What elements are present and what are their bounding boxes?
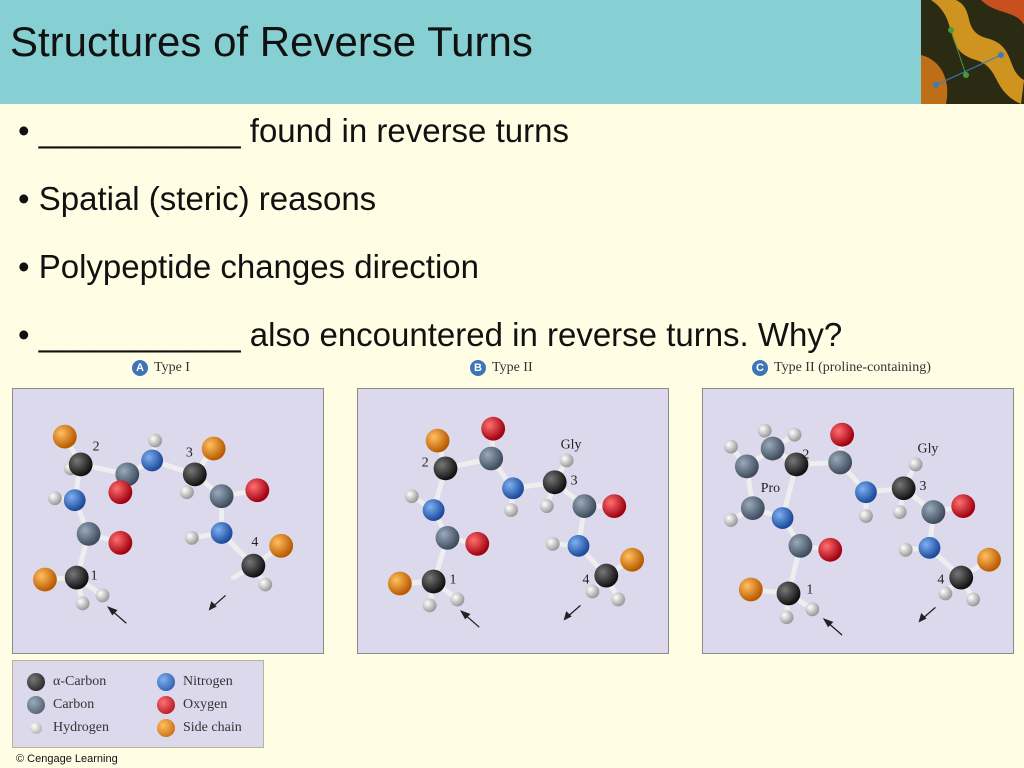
- legend-side-chain-label: Side chain: [183, 720, 242, 735]
- panel-c-title: Type II (proline-containing): [774, 360, 931, 375]
- panel-c-label: C Type II (proline-containing): [752, 360, 931, 376]
- panel-b-title: Type II: [492, 360, 533, 375]
- hydrogen-swatch: [30, 722, 42, 734]
- atom-legend: α-Carbon Nitrogen Carbon Oxygen Hydrogen…: [12, 660, 264, 748]
- legend-hydrogen: Hydrogen: [27, 719, 109, 737]
- legend-oxygen: Oxygen: [157, 696, 227, 714]
- panel-b-label: B Type II: [470, 360, 533, 376]
- type-ii-proline-residue-gly: Gly: [918, 442, 939, 457]
- type-ii-molecule: Gly 2 3 4 1: [387, 416, 645, 628]
- panel-c-badge: C: [752, 360, 768, 376]
- panel-b-badge: B: [470, 360, 486, 376]
- type-ii-proline-molecule: Gly Pro 2 3 4 1: [724, 422, 1001, 636]
- panel-type-i: 2 3 4 1: [12, 388, 324, 654]
- panel-a-title: Type I: [154, 360, 190, 375]
- slide-title: Structures of Reverse Turns: [10, 18, 533, 65]
- bullet-4: • ___________ also encountered in revers…: [18, 316, 843, 353]
- nitrogen-swatch: [157, 673, 175, 691]
- legend-nitrogen: Nitrogen: [157, 673, 233, 691]
- bullet-1: • ___________ found in reverse turns: [18, 112, 569, 149]
- type-ii-label-2: 2: [422, 455, 429, 470]
- legend-carbon-label: Carbon: [53, 697, 95, 712]
- legend-nitrogen-label: Nitrogen: [183, 674, 233, 689]
- bullet-3: • Polypeptide changes direction: [18, 248, 480, 285]
- type-i-label-2: 2: [93, 440, 100, 455]
- panel-type-ii: Gly 2 3 4 1: [357, 388, 669, 654]
- type-i-label-1: 1: [91, 569, 98, 584]
- legend-oxygen-label: Oxygen: [183, 697, 228, 712]
- bullet-2: • Spatial (steric) reasons: [18, 180, 377, 217]
- panel-type-ii-proline: Gly Pro 2 3 4 1: [702, 388, 1014, 654]
- carbon-swatch: [27, 696, 45, 714]
- type-ii-label-1: 1: [449, 573, 456, 588]
- side-chain-swatch: [157, 719, 175, 737]
- legend-hydrogen-label: Hydrogen: [53, 720, 109, 735]
- type-ii-proline-label-1: 1: [806, 582, 813, 597]
- type-ii-label-4: 4: [582, 573, 589, 588]
- type-i-label-4: 4: [251, 535, 258, 550]
- legend-side-chain: Side chain: [157, 719, 242, 737]
- panel-a-label: A Type I: [132, 360, 190, 376]
- legend-carbon: Carbon: [27, 696, 94, 714]
- type-ii-proline-label-2: 2: [802, 447, 809, 462]
- oxygen-swatch: [157, 696, 175, 714]
- title-bar: Structures of Reverse Turns: [0, 0, 1024, 104]
- type-i-molecule: 2 3 4 1: [33, 424, 294, 624]
- type-i-label-3: 3: [186, 445, 193, 460]
- legend-alpha-carbon-label: α-Carbon: [53, 674, 107, 689]
- type-ii-proline-residue-pro: Pro: [761, 481, 780, 496]
- protein-thumbnail: [921, 0, 1024, 104]
- legend-alpha-carbon: α-Carbon: [27, 673, 106, 691]
- type-ii-proline-label-4: 4: [937, 573, 944, 588]
- type-ii-label-3: 3: [571, 473, 578, 488]
- type-ii-proline-label-3: 3: [920, 479, 927, 494]
- type-ii-residue-gly: Gly: [561, 438, 582, 453]
- panel-a-badge: A: [132, 360, 148, 376]
- bullet-list: • ___________ found in reverse turns • S…: [18, 108, 1008, 380]
- alpha-carbon-swatch: [27, 673, 45, 691]
- copyright-notice: © Cengage Learning: [16, 753, 118, 765]
